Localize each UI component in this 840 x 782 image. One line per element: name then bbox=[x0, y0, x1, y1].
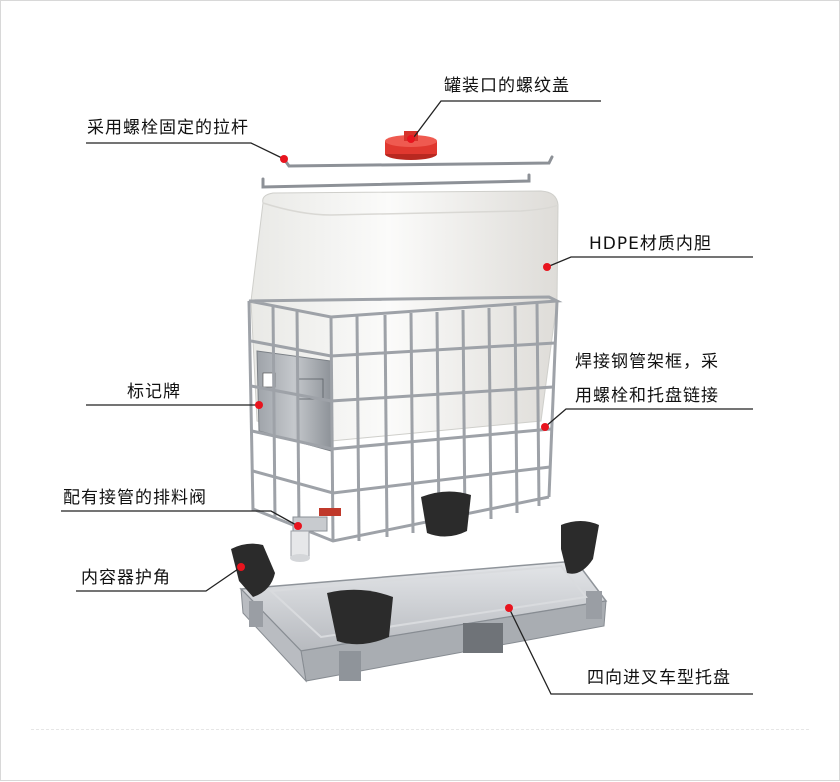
leader-lines bbox=[61, 100, 753, 695]
nameplate-label: 标记牌 bbox=[127, 382, 181, 402]
valve-dot bbox=[294, 522, 302, 530]
corner-guard-label: 内容器护角 bbox=[81, 568, 171, 588]
leader-dots bbox=[237, 135, 551, 612]
pallet-label: 四向进叉车型托盘 bbox=[587, 668, 731, 688]
frame-label-line1: 焊接钢管架框，采 bbox=[575, 352, 719, 372]
steel-cage-frame bbox=[247, 295, 563, 543]
corner-guards bbox=[231, 491, 599, 645]
valve-label: 配有接管的排料阀 bbox=[63, 488, 207, 508]
pallet bbox=[239, 560, 608, 683]
cap-label: 罐装口的螺纹盖 bbox=[444, 76, 570, 96]
tie-rod-dot bbox=[280, 155, 288, 163]
liner-dot bbox=[543, 263, 551, 271]
frame-dot bbox=[541, 423, 549, 431]
tie-rod-label: 采用螺栓固定的拉杆 bbox=[87, 118, 249, 138]
liner-label: HDPE材质内胆 bbox=[589, 234, 712, 254]
cap-dot bbox=[407, 135, 415, 143]
bottom-divider bbox=[31, 729, 809, 730]
screw-cap bbox=[385, 131, 437, 160]
frame-label-line2: 用螺栓和托盘链接 bbox=[575, 386, 719, 406]
nameplate-dot bbox=[255, 401, 263, 409]
pallet-dot bbox=[505, 604, 513, 612]
corner-guard-dot bbox=[237, 563, 245, 571]
tie-rods bbox=[261, 155, 554, 189]
